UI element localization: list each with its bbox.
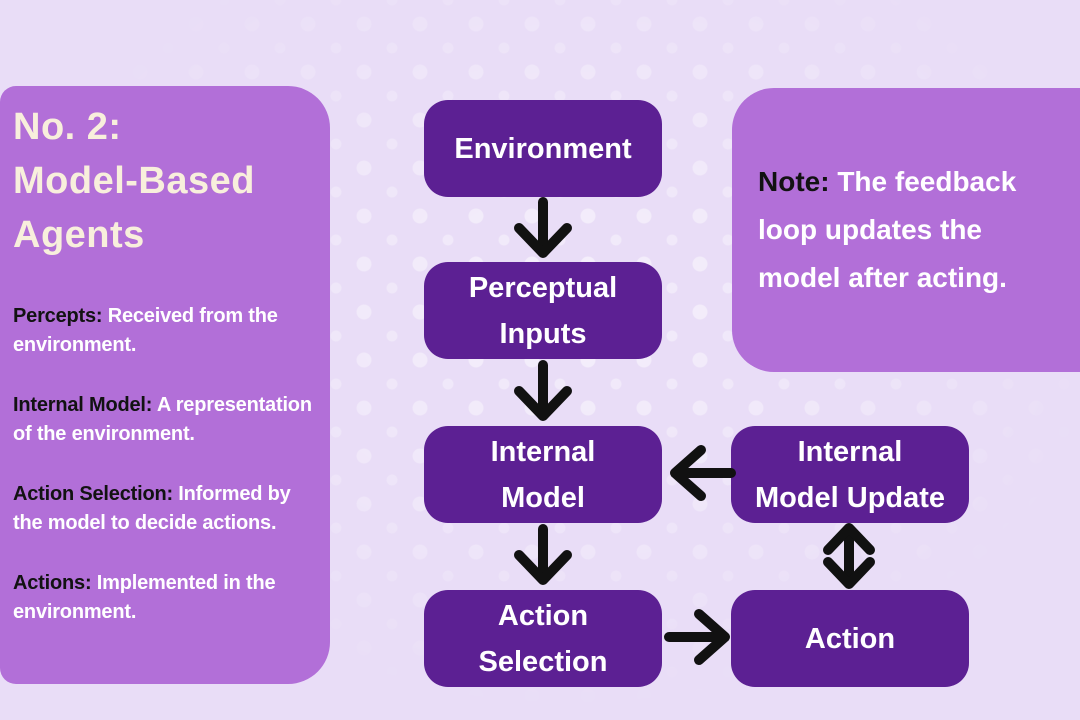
page-title-line: Agents [13,214,145,256]
definition-text: A representation of the environment. [13,394,312,445]
flow-node-label: Inputs [499,317,587,350]
flow-node-internal-model-update: Internal Model Update [731,426,969,523]
sidebar-panel: No. 2: Model-Based Agents Percepts: Rece… [0,86,330,684]
arrow-down-icon [514,360,572,421]
flow-node-action: Action [731,590,969,687]
flow-node-label: Internal [797,435,903,468]
flow-node-label: Action [804,622,896,655]
flow-node-label: Internal [490,435,596,468]
definition-text: Implemented in the environment. [13,572,276,623]
page-title: No. 2: Model-Based Agents [13,100,318,262]
definition-internal-model: Internal Model: A representation of the … [13,391,318,449]
arrow-down-icon [514,197,572,258]
flow-node-label: Action [497,599,589,632]
page-title-line: Model-Based [13,160,255,202]
note-body: The feedback loop updates the model afte… [758,166,1017,293]
definition-text: Received from the environment. [13,305,278,356]
definition-term: Action Selection: [13,483,173,505]
definition-term: Internal Model: [13,394,153,416]
definition-action-selection: Action Selection: Informed by the model … [13,480,318,538]
flow-node-label: Environment [454,132,632,165]
definition-term: Percepts: [13,305,103,327]
arrow-down-icon [514,524,572,585]
definition-term: Actions: [13,572,92,594]
definition-text: Informed by the model to decide actions. [13,483,291,534]
definition-list: Percepts: Received from the environment.… [13,302,318,627]
page-title-line: No. 2: [13,106,122,148]
note-label: Note: [758,166,830,197]
arrow-left-icon [670,445,736,501]
flow-node-environment: Environment [424,100,662,197]
flow-node-label: Model Update [754,481,946,514]
arrow-up-down-icon [823,523,875,589]
flow-node-label: Selection [478,645,608,678]
definition-percepts: Percepts: Received from the environment. [13,302,318,360]
note-box: Note: The feedback loop updates the mode… [732,88,1080,372]
flow-node-perceptual-inputs: Perceptual Inputs [424,262,662,359]
definition-actions: Actions: Implemented in the environment. [13,569,318,627]
arrow-right-icon [664,609,730,665]
flow-node-internal-model: Internal Model [424,426,662,523]
flow-node-action-selection: Action Selection [424,590,662,687]
flow-node-label: Perceptual [468,271,618,304]
note-text: Note: The feedback loop updates the mode… [758,158,1072,302]
flow-node-label: Model [501,481,585,514]
